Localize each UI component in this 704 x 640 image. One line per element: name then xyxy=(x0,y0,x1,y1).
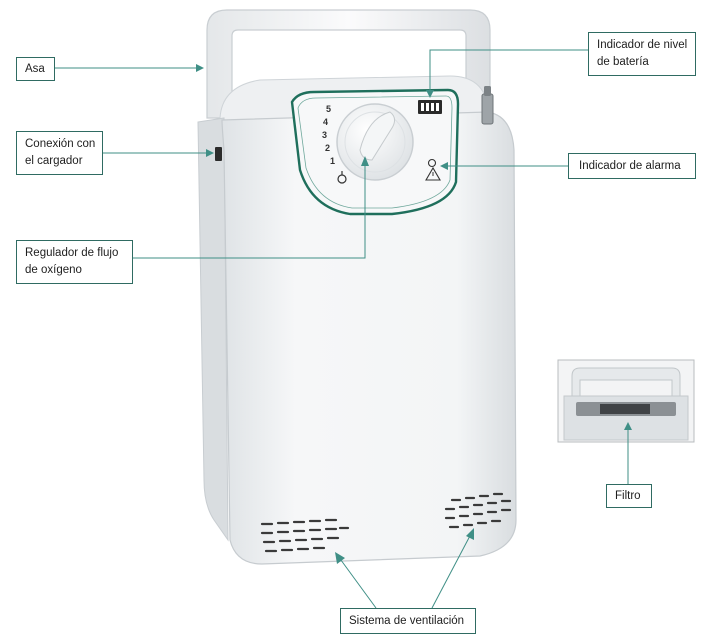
leader-handle-arrow xyxy=(196,64,204,72)
leader-flow xyxy=(133,160,366,259)
label-battery-line-2: de batería xyxy=(597,56,649,68)
flow-mark: 5 xyxy=(326,104,331,114)
label-ventilation-system: Sistema de ventilación xyxy=(340,608,476,634)
label-alarm-indicator: Indicador de alarma xyxy=(568,153,696,179)
leader-filter-arrow xyxy=(624,422,632,430)
leader-ventilation-left-arrow xyxy=(335,552,345,564)
label-alarm-text: Indicador de alarma xyxy=(579,160,681,172)
label-charger-connection: Conexión con el cargador xyxy=(16,131,103,175)
label-filter: Filtro xyxy=(606,484,652,508)
label-battery-line-1: Indicador de nivel xyxy=(597,39,688,51)
label-charger-line-1: Conexión con xyxy=(25,138,96,150)
flow-mark: 4 xyxy=(323,117,328,127)
flow-mark: 3 xyxy=(322,130,327,140)
label-charger-line-2: el cargador xyxy=(25,155,83,167)
flow-mark: 2 xyxy=(325,143,330,153)
battery-indicator xyxy=(418,100,442,114)
label-filter-text: Filtro xyxy=(615,490,641,502)
flow-regulator-knob[interactable] xyxy=(336,103,414,181)
ventilation-grille-right xyxy=(444,492,512,529)
side-panel xyxy=(197,117,229,542)
device-body xyxy=(221,111,517,565)
label-ventilation-text: Sistema de ventilación xyxy=(349,615,465,627)
flow-mark: 1 xyxy=(330,156,335,166)
leader-battery-arrow xyxy=(426,90,434,98)
label-flow-line-1: Regulador de flujo xyxy=(25,247,119,259)
oxygen-concentrator: 5 4 3 2 1 xyxy=(197,9,517,565)
leader-ventilation-right xyxy=(431,531,473,609)
leader-charger-arrow xyxy=(206,149,214,157)
alarm-icon xyxy=(425,158,441,181)
control-panel-inner-trim xyxy=(297,95,453,209)
ventilation-grille-left xyxy=(260,518,350,553)
oxygen-outlet xyxy=(481,93,494,125)
label-flow-regulator: Regulador de flujo de oxígeno xyxy=(16,240,133,284)
flow-setting-marks: 5 4 3 2 1 xyxy=(322,104,335,166)
label-handle: Asa xyxy=(16,57,55,81)
label-handle-text: Asa xyxy=(25,63,45,75)
leader-battery xyxy=(429,49,588,96)
leader-flow-arrow xyxy=(361,156,369,166)
leader-alarm-arrow xyxy=(440,162,448,170)
leader-lines xyxy=(55,49,632,609)
outlet-nozzle xyxy=(484,86,491,96)
leader-ventilation-right-arrow xyxy=(466,528,474,540)
label-battery-indicator: Indicador de nivel de batería xyxy=(588,32,696,76)
filter-element xyxy=(600,404,650,414)
leader-ventilation-left xyxy=(337,555,377,609)
label-flow-line-2: de oxígeno xyxy=(25,264,82,276)
charger-port xyxy=(215,147,222,161)
oxygen-symbol-icon xyxy=(337,171,347,184)
